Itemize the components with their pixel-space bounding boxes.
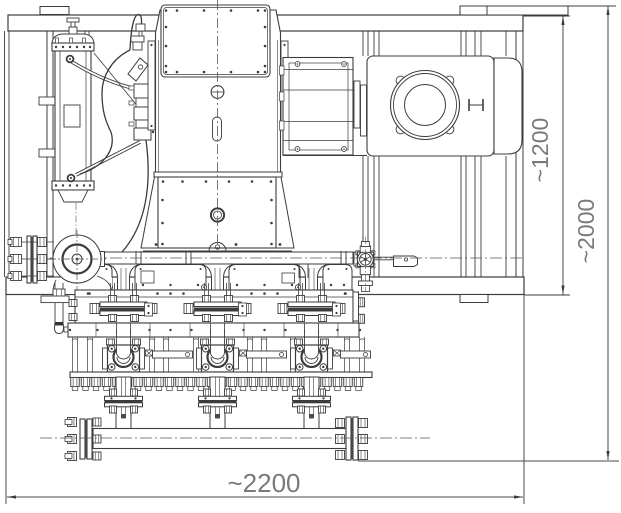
svg-text:~2000: ~2000 [573, 199, 599, 264]
svg-text:~1200: ~1200 [527, 118, 553, 183]
svg-text:~2200: ~2200 [227, 468, 300, 498]
